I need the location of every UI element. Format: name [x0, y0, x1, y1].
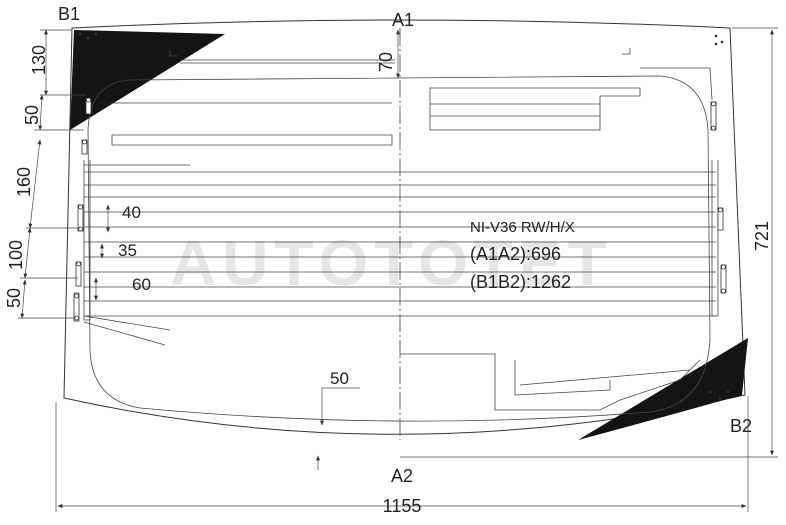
- dim-left-100: 100: [6, 240, 26, 270]
- dim-left-50-upper: 50: [22, 105, 42, 125]
- connectors-left: [73, 97, 92, 322]
- point-b2: B2: [730, 416, 752, 436]
- point-a2: A2: [391, 466, 413, 486]
- lower-right-block-2: [514, 360, 611, 396]
- dim-left-130: 130: [29, 45, 49, 75]
- corner-dots: [78, 32, 730, 400]
- lower-right-line: [519, 369, 691, 386]
- dim-bottom-band: 50: [330, 369, 349, 388]
- point-b1: B1: [58, 4, 80, 24]
- bus-bar-right: [711, 160, 719, 317]
- inner-border: [87, 75, 711, 422]
- left-dimension-chain: [18, 29, 86, 319]
- lower-right-block: [400, 353, 701, 411]
- dim-height-total: 721: [752, 221, 772, 251]
- dim-left-50-lower: 50: [4, 288, 24, 308]
- point-a1: A1: [392, 10, 414, 30]
- antenna-left-block: [111, 134, 393, 146]
- grid-spacing-dims: [94, 204, 110, 301]
- dim-lines-40: 40: [122, 203, 141, 222]
- dim-width-total: 1155: [383, 496, 422, 516]
- ceramic-corner-bottom-right: [578, 338, 748, 440]
- connectors-right: [710, 101, 727, 294]
- antenna-block-right: [429, 87, 641, 131]
- dim-left-160: 160: [14, 167, 34, 197]
- top-marker-right: [622, 48, 631, 55]
- dim-top-band: 70: [376, 52, 396, 72]
- measurement-b1b2: (B1B2):1262: [470, 272, 571, 292]
- measurement-a1a2: (A1A2):696: [470, 244, 561, 264]
- heating-grid: [83, 164, 716, 346]
- glass-outline: [63, 19, 746, 435]
- dim-lines-35: 35: [118, 241, 137, 260]
- part-code: NI-V36 RW/H/X: [470, 219, 575, 236]
- antenna-right-ext: [640, 67, 713, 101]
- top-marker-left: [169, 50, 178, 57]
- dim-lines-60: 60: [132, 275, 151, 294]
- bus-bar-left: [83, 160, 91, 321]
